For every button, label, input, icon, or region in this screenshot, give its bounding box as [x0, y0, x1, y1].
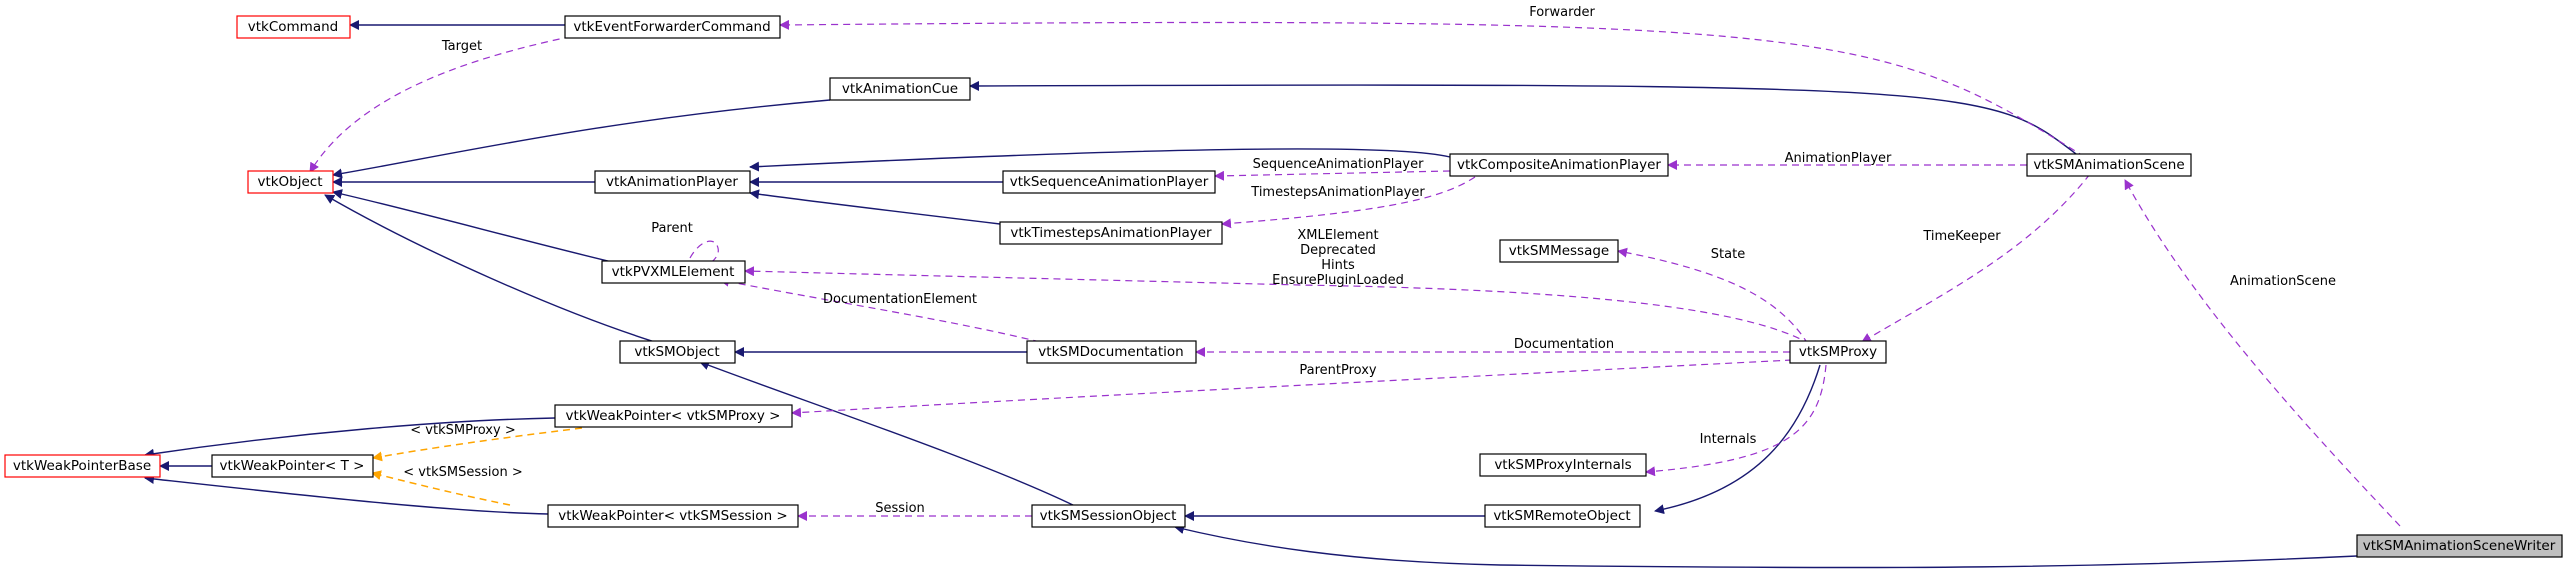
label-animation-player: AnimationPlayer	[1785, 151, 1892, 166]
label-ensure-plugin-loaded: EnsurePluginLoaded	[1272, 273, 1404, 288]
node-vtksmanimationscenewriter[interactable]: vtkSMAnimationSceneWriter	[2356, 534, 2563, 558]
edge-smobject-to-object	[324, 194, 656, 343]
label-target: Target	[441, 39, 482, 54]
edge-weakpointerproxy-to-base	[144, 417, 556, 459]
node-vtksmproxyinternals-label: vtkSMProxyInternals	[1494, 457, 1631, 473]
edge-xmlelement	[744, 266, 1811, 345]
node-vtkeventforwardercommand-label: vtkEventForwarderCommand	[573, 19, 770, 35]
label-session: Session	[875, 501, 925, 516]
node-vtkweakpointerbase[interactable]: vtkWeakPointerBase	[4, 454, 161, 478]
node-vtkweakpointer-t-label: vtkWeakPointer< T >	[220, 458, 365, 474]
node-vtkpvxmlelement[interactable]: vtkPVXMLElement	[601, 260, 746, 284]
label-sequence-player: SequenceAnimationPlayer	[1253, 157, 1425, 172]
label-timekeeper: TimeKeeper	[1922, 229, 2001, 244]
edge-parent-proxy	[791, 359, 1793, 418]
edge-animation-scene	[2124, 179, 2401, 527]
label-hints: Hints	[1321, 258, 1355, 273]
edge-timekeeper	[1861, 173, 2091, 343]
edge-state	[1617, 247, 1809, 345]
node-vtkobject[interactable]: vtkObject	[247, 170, 334, 194]
label-template-proxy: < vtkSMProxy >	[410, 423, 515, 438]
node-vtksmmessage[interactable]: vtkSMMessage	[1499, 239, 1619, 263]
label-template-session: < vtkSMSession >	[403, 465, 522, 480]
label-timesteps-player: TimestepsAnimationPlayer	[1250, 185, 1425, 200]
label-state: State	[1711, 247, 1745, 262]
node-vtkweakpointer-proxy[interactable]: vtkWeakPointer< vtkSMProxy >	[554, 404, 793, 428]
node-vtksmsessionobject-label: vtkSMSessionObject	[1040, 508, 1177, 524]
label-deprecated: Deprecated	[1300, 243, 1376, 258]
edge-target	[309, 33, 584, 173]
edge-smproxy-to-smremoteobject	[1654, 364, 1821, 515]
node-vtksmanimationscene-label: vtkSMAnimationScene	[2033, 157, 2184, 173]
node-vtkcompositeanimationplayer[interactable]: vtkCompositeAnimationPlayer	[1449, 153, 1669, 177]
node-vtksmdocumentation[interactable]: vtkSMDocumentation	[1026, 340, 1197, 364]
edge-smsessionobject-to-smobject	[699, 360, 1076, 507]
edge-documentation-element	[719, 276, 1041, 343]
node-vtkanimationplayer[interactable]: vtkAnimationPlayer	[594, 170, 751, 194]
edge-template-proxy	[372, 427, 583, 462]
node-vtkweakpointerbase-label: vtkWeakPointerBase	[13, 458, 151, 474]
edge-writer-to-smsessionobject	[1174, 524, 2358, 569]
node-vtksmproxy[interactable]: vtkSMProxy	[1789, 340, 1887, 364]
edge-parent	[689, 240, 719, 270]
edge-pvxmlelement-to-object	[332, 189, 613, 263]
node-vtksmobject-label: vtkSMObject	[634, 344, 719, 360]
edge-forwarder	[779, 19, 2086, 158]
label-xmlelement: XMLElement	[1297, 228, 1378, 243]
node-vtkanimationplayer-label: vtkAnimationPlayer	[606, 174, 738, 190]
edge-internals	[1645, 364, 1827, 477]
edge-template-session	[371, 470, 511, 506]
node-vtkweakpointer-proxy-label: vtkWeakPointer< vtkSMProxy >	[566, 408, 781, 424]
edge-smanimationscene-to-animationcue	[969, 80, 2081, 158]
node-vtksmremoteobject[interactable]: vtkSMRemoteObject	[1484, 504, 1641, 528]
node-vtkweakpointer-session[interactable]: vtkWeakPointer< vtkSMSession >	[547, 504, 799, 528]
node-vtkcommand[interactable]: vtkCommand	[236, 15, 351, 39]
node-vtkcommand-label: vtkCommand	[248, 19, 339, 35]
node-vtksequenceanimationplayer[interactable]: vtkSequenceAnimationPlayer	[1002, 170, 1216, 194]
node-vtkeventforwardercommand[interactable]: vtkEventForwarderCommand	[564, 15, 781, 39]
node-vtkweakpointer-session-label: vtkWeakPointer< vtkSMSession >	[558, 508, 787, 524]
edge-sequence-player	[1214, 170, 1451, 181]
node-vtksmproxyinternals[interactable]: vtkSMProxyInternals	[1479, 453, 1647, 477]
edge-weakpointersession-to-base	[144, 474, 549, 515]
label-documentation: Documentation	[1514, 337, 1614, 352]
edge-composite-to-animationplayer	[749, 148, 1451, 172]
node-vtksmanimationscene[interactable]: vtkSMAnimationScene	[2026, 153, 2192, 177]
node-vtksmmessage-label: vtkSMMessage	[1509, 243, 1610, 259]
node-vtksmremoteobject-label: vtkSMRemoteObject	[1493, 508, 1630, 524]
label-parent: Parent	[651, 221, 693, 236]
node-vtkweakpointer-t[interactable]: vtkWeakPointer< T >	[211, 454, 374, 478]
edge-timesteps-player	[1221, 176, 1476, 229]
node-vtkanimationcue[interactable]: vtkAnimationCue	[829, 77, 971, 101]
edge-timesteps-to-animationplayer	[749, 189, 1001, 225]
label-forwarder: Forwarder	[1529, 5, 1595, 20]
label-animation-scene: AnimationScene	[2230, 274, 2336, 289]
node-vtktimestepsanimationplayer-label: vtkTimestepsAnimationPlayer	[1010, 225, 1212, 241]
node-vtkanimationcue-label: vtkAnimationCue	[842, 81, 958, 97]
node-vtkobject-label: vtkObject	[257, 174, 322, 190]
node-vtkcompositeanimationplayer-label: vtkCompositeAnimationPlayer	[1457, 157, 1661, 173]
node-vtkpvxmlelement-label: vtkPVXMLElement	[612, 264, 735, 280]
node-vtksmdocumentation-label: vtkSMDocumentation	[1038, 344, 1183, 360]
label-documentation-element: DocumentationElement	[823, 292, 977, 307]
edge-animationcue-to-object	[332, 99, 831, 179]
node-vtksmsessionobject[interactable]: vtkSMSessionObject	[1031, 504, 1186, 528]
node-vtksequenceanimationplayer-label: vtkSequenceAnimationPlayer	[1010, 174, 1209, 190]
node-vtksmproxy-label: vtkSMProxy	[1799, 344, 1877, 360]
node-vtktimestepsanimationplayer[interactable]: vtkTimestepsAnimationPlayer	[999, 221, 1223, 245]
label-parent-proxy: ParentProxy	[1299, 363, 1377, 378]
node-vtksmanimationscenewriter-label: vtkSMAnimationSceneWriter	[2363, 538, 2556, 554]
label-internals: Internals	[1700, 432, 1757, 447]
node-vtksmobject[interactable]: vtkSMObject	[619, 340, 736, 364]
